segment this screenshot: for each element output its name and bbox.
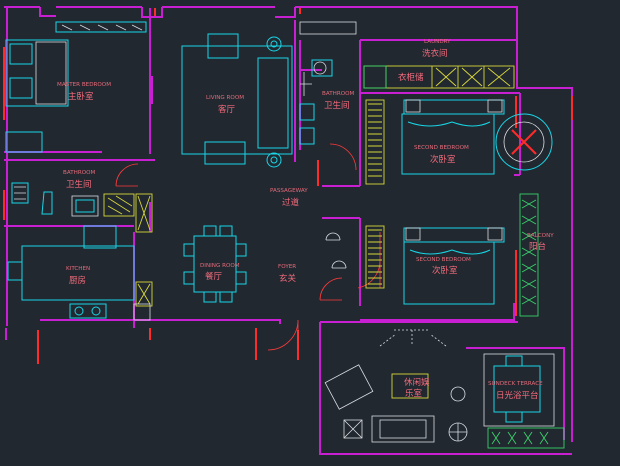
balcony-label-cn: 阳台 bbox=[529, 241, 546, 252]
master-bed bbox=[5, 39, 69, 107]
second-bedroom-1-label-en: SECOND BEDROOM bbox=[414, 145, 469, 151]
bathroom-small-label-en: BATHROOM bbox=[63, 170, 96, 176]
kitchen-label-en: KITCHEN bbox=[66, 266, 90, 272]
second-bedroom-1-furniture bbox=[365, 99, 505, 185]
foyer-label-en: FOYER bbox=[278, 264, 296, 270]
second-bedroom-2-label-en: SECOND BEDROOM bbox=[416, 257, 471, 263]
living-furniture bbox=[181, 33, 293, 168]
kitchen-label-cn: 厨房 bbox=[69, 275, 86, 286]
balcony-label-en: BALCONY bbox=[527, 233, 554, 239]
laundry-cabinet-label: 衣柜储 bbox=[398, 72, 424, 83]
foyer-door bbox=[319, 277, 343, 301]
passageway-label-cn: 过道 bbox=[282, 197, 300, 208]
entertainment-furniture bbox=[324, 329, 468, 443]
dining-room-label-cn: 餐厅 bbox=[205, 272, 223, 282]
sundeck-label-en: SUNDECK TERRACE bbox=[488, 381, 543, 387]
master-bedroom-label-cn: 主卧室 bbox=[68, 91, 94, 102]
bathroom-main-label-en: BATHROOM bbox=[322, 91, 355, 97]
living-room-label-cn: 客厅 bbox=[218, 104, 236, 115]
bathroom-door bbox=[115, 163, 139, 187]
living-room-label-en: LIVING ROOM bbox=[206, 95, 244, 101]
dining-room-label-en: DINING ROOM bbox=[200, 263, 240, 269]
second-bedroom-1-label-cn: 次卧室 bbox=[430, 154, 456, 165]
main-bathroom-door bbox=[329, 143, 357, 171]
foyer-label-cn: 玄关 bbox=[279, 273, 297, 284]
kitchen-fixtures bbox=[7, 193, 153, 321]
second-bedroom-2-furniture bbox=[365, 225, 505, 305]
entertainment-label-1: 休闲娱 bbox=[404, 377, 430, 388]
entertainment-label-2: 乐室 bbox=[405, 388, 423, 399]
bathroom-fixtures bbox=[11, 182, 135, 217]
dining-table bbox=[183, 225, 247, 303]
foyer-chairs bbox=[325, 232, 347, 269]
second-bedroom-2-label-cn: 次卧室 bbox=[432, 265, 458, 276]
bathroom-small-label-cn: 卫生间 bbox=[66, 179, 92, 190]
entrance-door bbox=[267, 319, 299, 351]
passageway-label-en: PASSAGEWAY bbox=[270, 188, 308, 194]
master-desk bbox=[5, 131, 43, 153]
bathroom-main-label-cn: 卫生间 bbox=[324, 100, 350, 111]
master-wardrobe bbox=[55, 21, 147, 33]
sundeck-furniture bbox=[483, 353, 565, 449]
master-bedroom-label-en: MASTER BEDROOM bbox=[57, 82, 111, 88]
sundeck-label-cn: 日光浴平台 bbox=[496, 390, 539, 401]
balcony-plants bbox=[495, 113, 553, 317]
laundry-label-en: LAUNDRY bbox=[424, 39, 451, 45]
main-bathroom-fixtures bbox=[299, 21, 357, 145]
laundry-label-cn: 洗衣间 bbox=[422, 48, 448, 59]
walls bbox=[4, 6, 573, 455]
laundry-cabinets bbox=[363, 65, 515, 89]
